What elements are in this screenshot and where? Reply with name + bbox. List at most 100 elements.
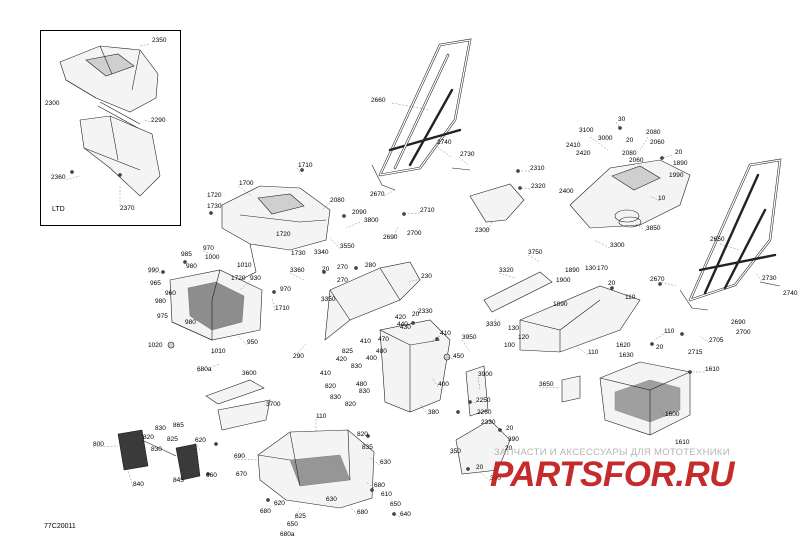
part-callout: 480: [376, 348, 387, 355]
watermark-logo: PARTSFOR.RU: [490, 455, 735, 494]
part-callout: 110: [625, 294, 636, 301]
part-callout: 3330: [486, 321, 501, 328]
part-callout: 1720: [231, 275, 246, 282]
filter-3850: [618, 216, 642, 228]
part-callout: 1720: [207, 192, 222, 199]
part-callout: 2670: [370, 191, 385, 198]
part-callout: 1710: [275, 305, 290, 312]
part-callout: 2300: [45, 100, 60, 107]
part-callout: 170: [597, 265, 608, 272]
part-callout: 2740: [437, 139, 452, 146]
part-callout: 950: [247, 339, 258, 346]
rocker-panel: [483, 271, 553, 313]
part-callout: 2670: [650, 276, 665, 283]
part-callout: 830: [351, 363, 362, 370]
part-callout: 630: [326, 496, 337, 503]
part-callout: 830: [330, 394, 341, 401]
part-callout: 3100: [579, 127, 594, 134]
part-callout: 2690: [383, 234, 398, 241]
part-callout: 2730: [762, 275, 777, 282]
part-callout: 20: [626, 137, 634, 144]
part-callout: 230: [421, 273, 432, 280]
part-callout: 420: [336, 356, 347, 363]
part-callout: 820: [143, 434, 154, 441]
part-callout: 1710: [298, 162, 313, 169]
part-callout: 470: [378, 336, 389, 343]
small-panel-3600: [205, 379, 265, 405]
part-callout: 960: [165, 290, 176, 297]
part-callout: 2705: [709, 337, 724, 344]
part-callout: 110: [664, 328, 675, 335]
part-callout: 680: [260, 508, 271, 515]
part-callout: 3320: [499, 267, 514, 274]
part-callout: 10: [658, 195, 666, 202]
part-callout: 20: [656, 344, 664, 351]
part-callout: 30: [618, 116, 626, 123]
part-callout: 830: [155, 425, 166, 432]
part-callout: 2740: [783, 290, 798, 297]
side-panel-left: [324, 261, 421, 341]
dashboard-right: [569, 159, 691, 229]
part-callout: 3350: [321, 296, 336, 303]
part-callout: 400: [366, 355, 377, 362]
pillar-2300: [469, 183, 525, 223]
part-callout: 680a: [197, 366, 212, 373]
panel-3650: [561, 375, 581, 403]
part-callout: 620: [195, 437, 206, 444]
fastener-set: [70, 126, 692, 516]
roll-cage-front: [371, 38, 472, 191]
inset-tag: LTD: [52, 206, 65, 213]
bracket-350: [455, 419, 511, 475]
part-callout: 1730: [291, 250, 306, 257]
part-callout: 3360: [290, 267, 305, 274]
part-callout: 1610: [705, 366, 720, 373]
part-callout: 650: [390, 501, 401, 508]
part-callout: 2080: [622, 150, 637, 157]
part-callout: 2370: [120, 205, 135, 212]
part-callout: 3550: [340, 243, 355, 250]
part-callout: 840: [133, 481, 144, 488]
part-callout: 825: [342, 348, 353, 355]
storage-tray-left: [169, 269, 263, 341]
part-callout: 110: [316, 413, 327, 420]
part-callout: 970: [203, 245, 214, 252]
part-callout: 3900: [478, 371, 493, 378]
part-callout: 1890: [673, 160, 688, 167]
small-panel-3700: [217, 399, 271, 431]
part-callout: 280: [365, 262, 376, 269]
part-callout: 2060: [650, 139, 665, 146]
part-callout: 620: [274, 500, 285, 507]
part-callout: 380: [490, 475, 501, 482]
part-callout: 3850: [646, 225, 661, 232]
part-callout: 1700: [239, 180, 254, 187]
part-callout: 680: [374, 482, 385, 489]
inset-frame: [40, 30, 181, 226]
part-callout: 980: [155, 298, 166, 305]
part-callout: 1730: [207, 203, 222, 210]
part-callout: 865: [173, 422, 184, 429]
part-callout: 2690: [731, 319, 746, 326]
part-callout: 2730: [460, 151, 475, 158]
part-callout: 625: [295, 513, 306, 520]
part-callout: 985: [181, 251, 192, 258]
part-callout: 2650: [710, 236, 725, 243]
part-callout: 680a: [280, 531, 295, 538]
part-callout: 990: [148, 267, 159, 274]
part-callout: 1020: [148, 342, 163, 349]
part-callout: 2710: [420, 207, 435, 214]
part-callout: 130: [585, 265, 596, 272]
part-callout: 3300: [610, 242, 625, 249]
part-callout: 2360: [51, 174, 66, 181]
roll-cage-rear: [679, 158, 782, 311]
part-callout: 2250: [476, 397, 491, 404]
part-callout: 20: [608, 280, 616, 287]
part-callout: 3340: [314, 249, 329, 256]
part-callout: 2700: [407, 230, 422, 237]
part-callout: 650: [287, 521, 298, 528]
part-callout: 3750: [528, 249, 543, 256]
part-callout: 2300: [475, 227, 490, 234]
part-callout: 1990: [669, 172, 684, 179]
part-callout: 2400: [559, 188, 574, 195]
